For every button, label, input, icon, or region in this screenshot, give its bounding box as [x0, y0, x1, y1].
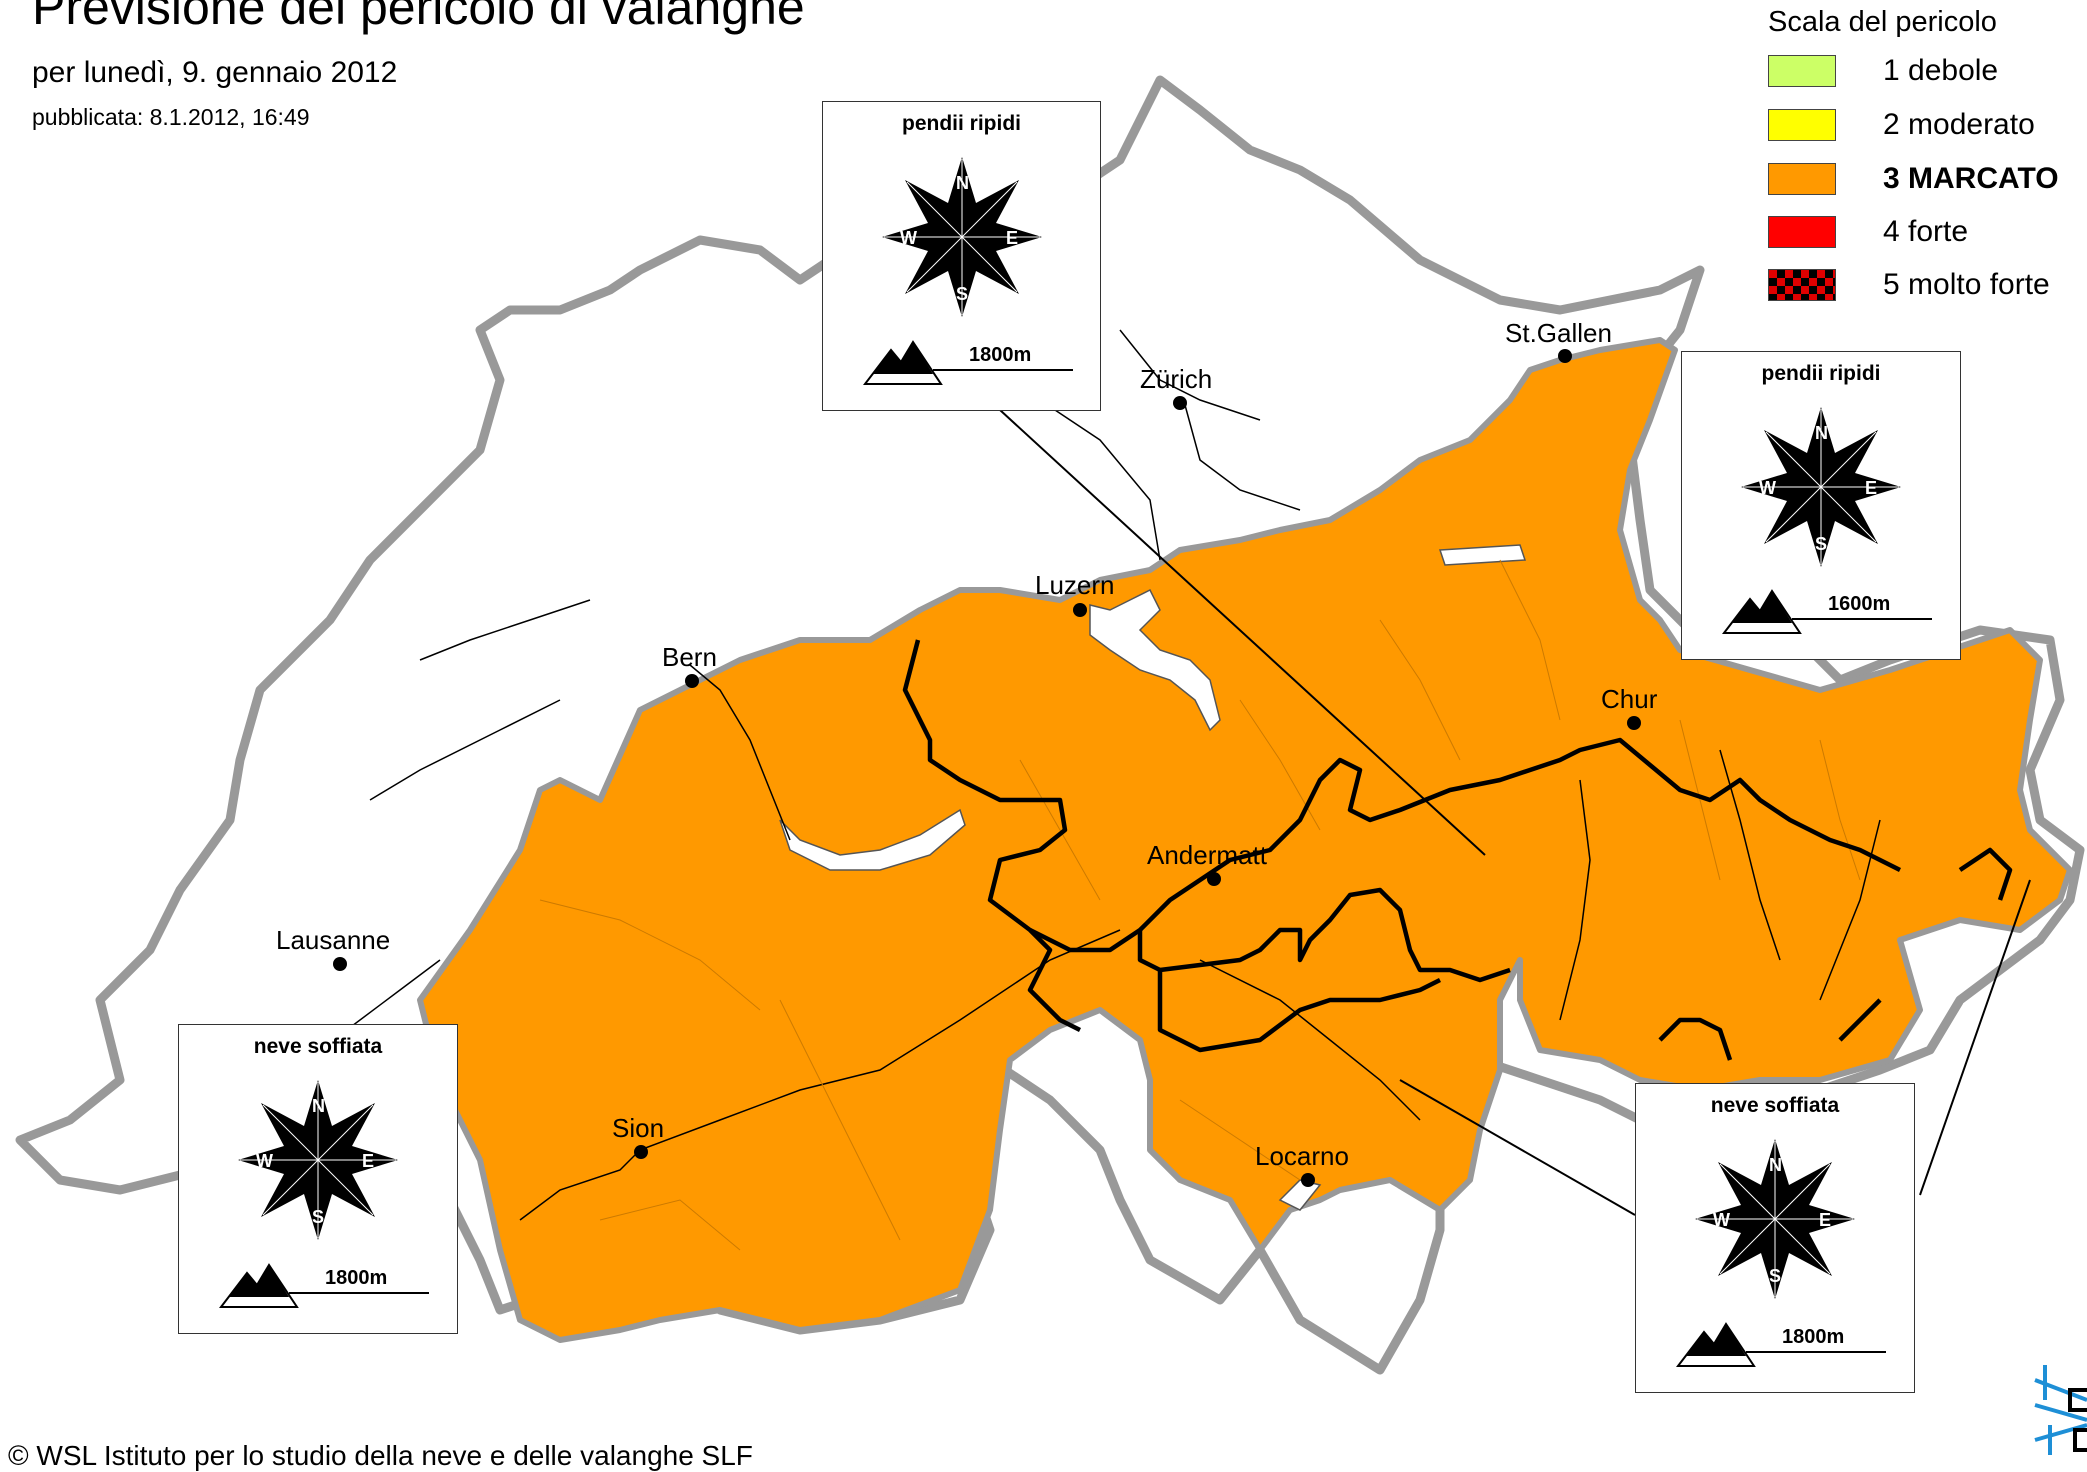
- legend-title: Scala del pericolo: [1768, 6, 1997, 38]
- svg-text:W: W: [900, 228, 917, 248]
- elevation-label: 1600m: [1828, 593, 1891, 615]
- svg-text:Bern: Bern: [662, 642, 717, 672]
- legend-item-1: 1 debole: [1768, 52, 2078, 90]
- legend-swatch: [1768, 163, 1836, 195]
- svg-text:N: N: [312, 1096, 325, 1116]
- callout-title: neve soffiata: [1710, 1094, 1840, 1117]
- svg-text:W: W: [1759, 478, 1776, 498]
- city-bern: Bern: [662, 642, 717, 688]
- svg-text:Andermatt: Andermatt: [1147, 840, 1268, 870]
- callout-box-wind-slab-south: neve soffiata N E S W 1800m: [1635, 1083, 1915, 1393]
- elevation-line: [1792, 618, 1932, 620]
- svg-text:E: E: [362, 1151, 374, 1171]
- city-stgallen: St.Gallen: [1505, 318, 1612, 363]
- legend-swatch: [1768, 55, 1836, 87]
- elevation-line: [289, 1292, 429, 1294]
- map-title: Previsione del pericolo di valanghe: [32, 0, 805, 35]
- svg-text:E: E: [1006, 228, 1018, 248]
- elevation-line: [1746, 1351, 1886, 1353]
- callout-box-steep-slopes-north: pendii ripidi N E S W 1800m: [822, 101, 1101, 411]
- svg-text:Locarno: Locarno: [1255, 1141, 1349, 1171]
- callout-title: pendii ripidi: [902, 112, 1021, 135]
- compass-rose-icon: N E S W: [881, 157, 1042, 317]
- legend-swatch: [1768, 216, 1836, 248]
- callout-box-wind-slab-west: neve soffiata N E S W 1800m: [178, 1024, 458, 1334]
- city-sion: Sion: [612, 1113, 664, 1159]
- compass-rose-icon: N E S W: [1695, 1139, 1855, 1299]
- svg-text:W: W: [1713, 1210, 1730, 1230]
- region-borders: [239, 329, 1881, 1221]
- svg-text:E: E: [1819, 1210, 1831, 1230]
- mountain-icon: [1676, 1322, 1756, 1367]
- svg-text:Luzern: Luzern: [1035, 570, 1115, 600]
- city-andermatt: Andermatt: [1147, 840, 1268, 886]
- svg-text:Lausanne: Lausanne: [276, 925, 390, 955]
- elevation-indicator: 1800m: [863, 340, 1073, 390]
- svg-text:Zürich: Zürich: [1140, 364, 1212, 394]
- copyright-footer: © WSL Istituto per lo studio della neve …: [8, 1440, 753, 1471]
- legend-label: 1 debole: [1883, 54, 1999, 87]
- snowflake-logo-icon: [2034, 1365, 2087, 1455]
- legend-label: 2 moderato: [1883, 108, 2035, 141]
- mountain-icon: [863, 340, 943, 385]
- legend-swatch: [1768, 109, 1836, 141]
- mountain-icon: [219, 1263, 299, 1308]
- legend-item-3: 3 MARCATO: [1768, 160, 2078, 198]
- mountain-icon: [1722, 589, 1802, 634]
- city-chur: Chur: [1601, 684, 1658, 730]
- callout-title: pendii ripidi: [1761, 362, 1881, 385]
- lake: [779, 808, 966, 871]
- legend-swatch: [1768, 269, 1836, 301]
- svg-text:Chur: Chur: [1601, 684, 1658, 714]
- forecast-date: per lunedì, 9. gennaio 2012: [32, 56, 398, 89]
- svg-text:St.Gallen: St.Gallen: [1505, 318, 1612, 348]
- elevation-label: 1800m: [1782, 1326, 1845, 1348]
- elevation-indicator: 1800m: [1676, 1322, 1886, 1372]
- svg-text:N: N: [1815, 423, 1828, 443]
- danger-scale-legend: Scala del pericolo 1 debole 2 moderato 3…: [1760, 0, 2080, 310]
- legend-item-4: 4 forte: [1768, 213, 2078, 251]
- city-luzern: Luzern: [1035, 570, 1115, 617]
- legend-label: 5 molto forte: [1883, 268, 2050, 301]
- elevation-label: 1800m: [969, 344, 1032, 366]
- compass-rose-icon: N E S W: [238, 1080, 398, 1240]
- svg-text:E: E: [1865, 478, 1877, 498]
- city-lausanne: Lausanne: [276, 925, 390, 971]
- legend-item-2: 2 moderato: [1768, 106, 2078, 144]
- city-zurich: Zürich: [1140, 364, 1212, 410]
- svg-text:S: S: [956, 284, 968, 304]
- city-locarno: Locarno: [1255, 1141, 1349, 1187]
- published-timestamp: pubblicata: 8.1.2012, 16:49: [32, 104, 310, 130]
- elevation-label: 1800m: [325, 1267, 388, 1289]
- danger-zone-level-3: [417, 337, 2073, 1343]
- callout-box-steep-slopes-east: pendii ripidi N E S W 1600m: [1681, 351, 1961, 660]
- legend-label: 3 MARCATO: [1883, 162, 2059, 195]
- legend-item-5: 5 molto forte: [1768, 266, 2078, 304]
- svg-text:Sion: Sion: [612, 1113, 664, 1143]
- elevation-indicator: 1800m: [219, 1263, 429, 1313]
- svg-text:N: N: [956, 173, 969, 193]
- city-markers: Zürich St.Gallen Luzern Bern Chur Anderm…: [276, 318, 1658, 1187]
- subregion-lines: [539, 559, 1861, 1251]
- svg-text:N: N: [1769, 1155, 1782, 1175]
- lake: [1278, 1179, 1322, 1211]
- callout-title: neve soffiata: [253, 1035, 383, 1058]
- svg-text:S: S: [312, 1207, 324, 1227]
- svg-text:S: S: [1769, 1266, 1781, 1286]
- svg-text:S: S: [1815, 534, 1827, 554]
- lake: [1089, 588, 1221, 732]
- svg-text:W: W: [256, 1151, 273, 1171]
- elevation-indicator: 1600m: [1722, 589, 1932, 639]
- callout-lines: [999, 409, 2031, 1216]
- elevation-line: [933, 369, 1073, 371]
- compass-rose-icon: N E S W: [1741, 407, 1901, 567]
- legend-label: 4 forte: [1883, 215, 1969, 248]
- lake: [1438, 544, 1527, 566]
